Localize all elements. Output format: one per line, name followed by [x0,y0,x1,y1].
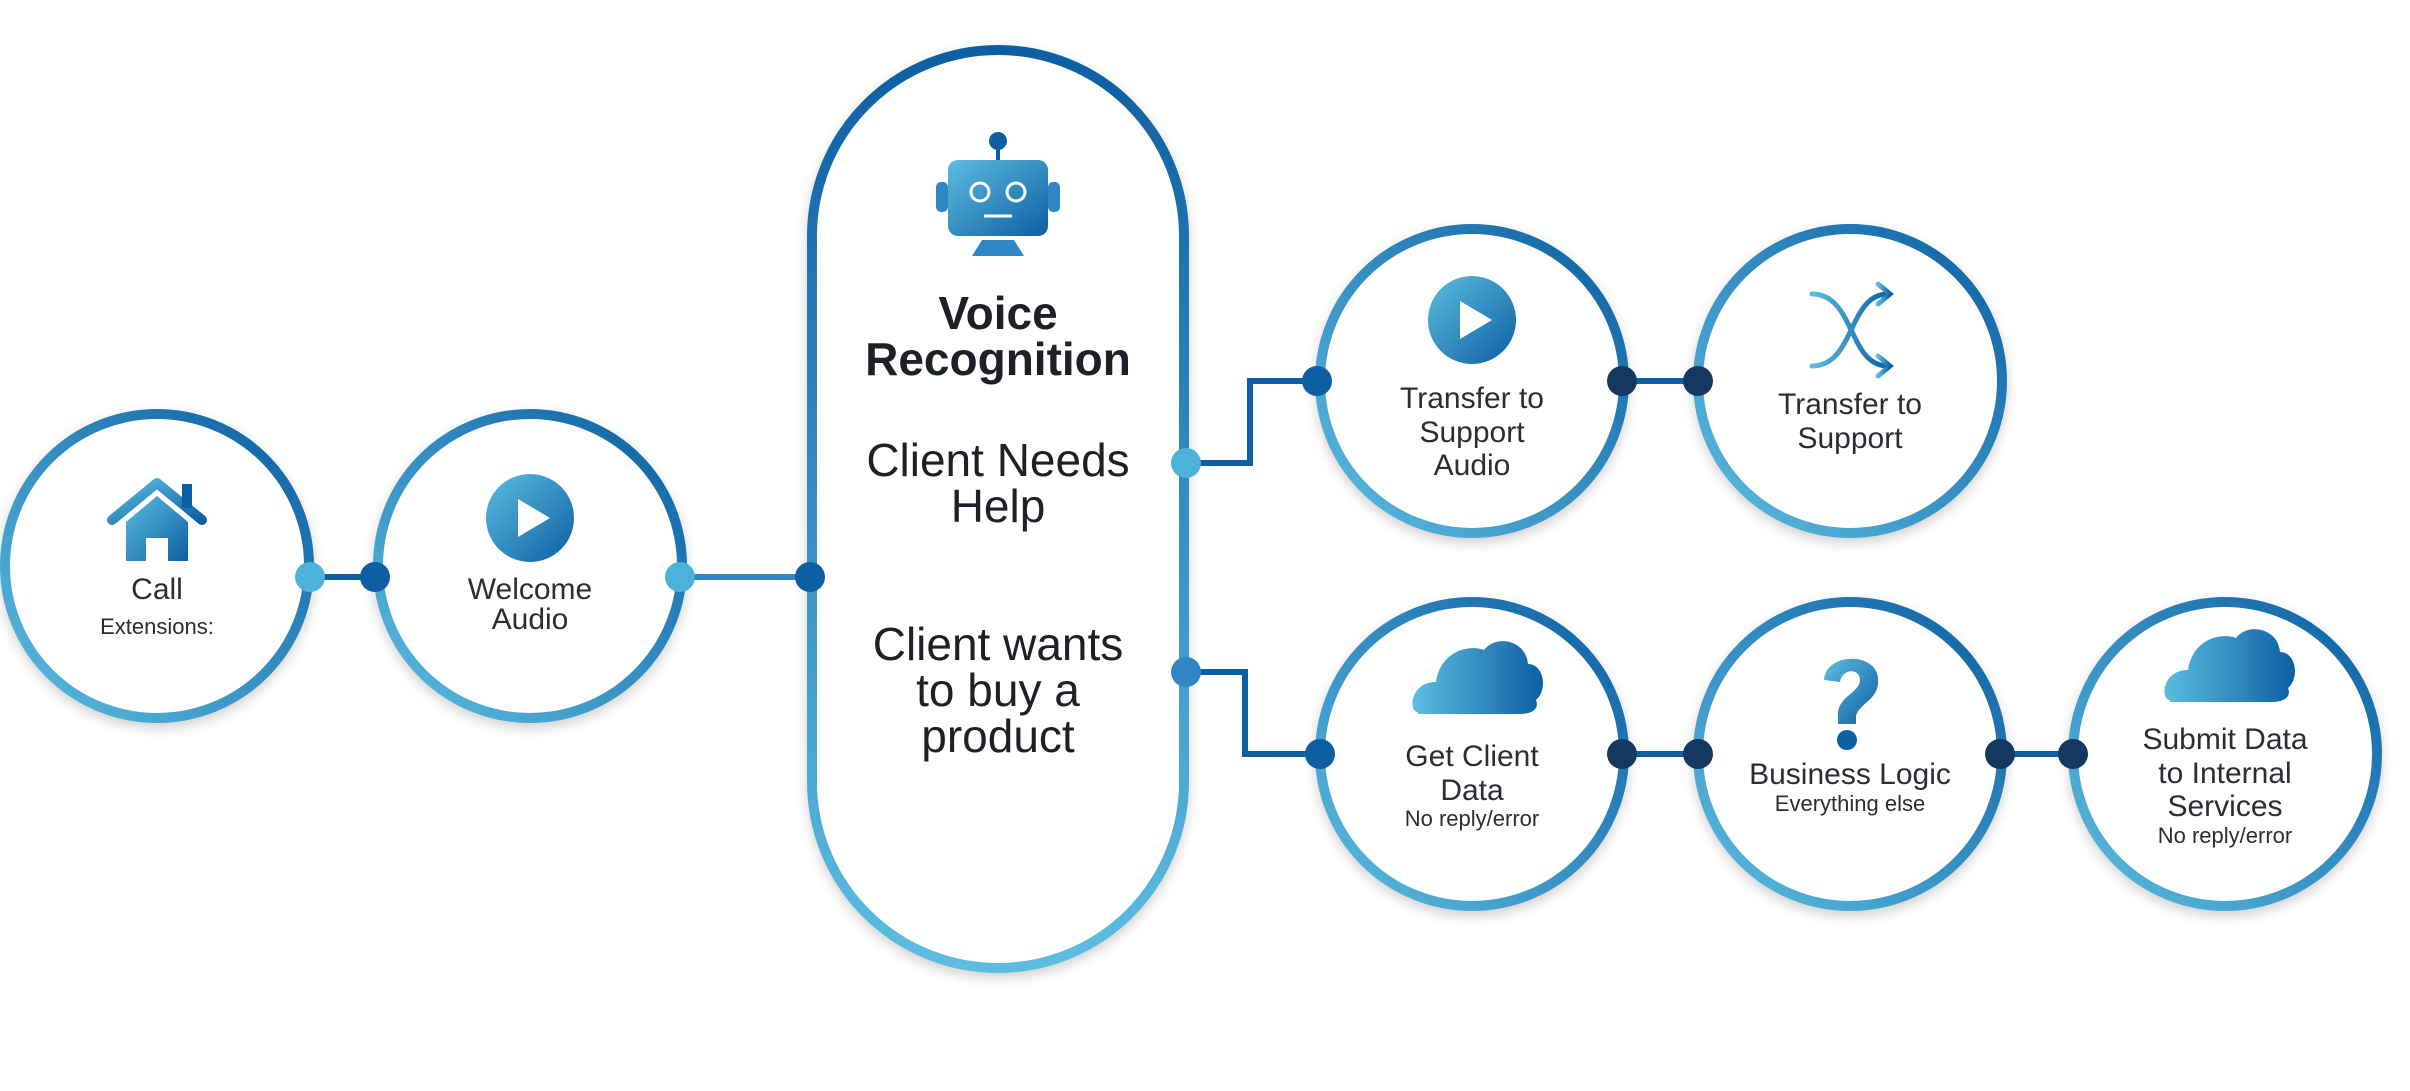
label-line: Transfer to [1778,388,1922,421]
connector-buy-getclient [1186,669,1320,757]
play-icon [1428,276,1516,364]
connector-help-transfer [1186,378,1317,466]
node-call-ring [0,409,314,723]
cloud-icon [2164,629,2295,702]
branch-line: product [921,710,1075,762]
dot [1305,739,1335,769]
node-transfer-support-ring [1693,224,2007,538]
dot [1171,448,1201,478]
node-call-sub: Extensions: [100,614,214,639]
question-icon [1824,658,1879,750]
robot-icon [936,132,1060,256]
dot [2058,739,2088,769]
label-sub: No reply/error [2157,822,2293,848]
dot [1607,739,1637,769]
label-line: Transfer to [1400,382,1544,415]
voice-branch-buy: Client wants to buy a product [812,621,1184,759]
node-welcome-ring [373,409,687,723]
node-welcome-label: Welcome Audio [420,575,640,635]
title-line: Recognition [865,333,1131,385]
label-line: Audio [491,603,569,636]
dot [1985,739,2015,769]
node-voice-pill [807,45,1189,973]
dot [1683,739,1713,769]
node-submit-label: Submit Data to Internal Services No repl… [2100,723,2350,848]
branch-line: Client wants [872,618,1124,670]
node-transfer-audio-label: Transfer to Support Audio [1352,382,1592,483]
label-line: to Internal [2158,756,2292,790]
dot [295,562,325,592]
node-transfer-audio-ring [1315,224,1629,538]
dot [360,562,390,592]
home-icon [107,478,207,561]
node-call-label: Call [131,573,183,606]
node-transfer-support-label: Transfer to Support [1730,388,1970,455]
node-business-label: Business Logic Everything else [1715,758,1985,816]
voice-title: Voice Recognition [812,290,1184,382]
branch-line: Client Needs [866,434,1130,486]
voice-branch-help: Client Needs Help [812,437,1184,529]
play-icon [486,474,574,562]
dot [1171,657,1201,687]
dot [1683,366,1713,396]
label-line: Data [1440,773,1504,807]
label-sub: Everything else [1774,790,1926,816]
cloud-icon [1412,641,1543,714]
node-getclient-label: Get Client Data No reply/error [1352,740,1592,832]
label-line: Get Client [1405,740,1539,773]
branch-line: Help [950,480,1046,532]
shuffle-icon [1809,281,1894,379]
dot [1607,366,1637,396]
label-line: Welcome [467,573,593,606]
label-line: Business Logic [1749,758,1951,791]
branch-line: to buy a [916,664,1080,716]
label-line: Support [1797,421,1903,455]
dot [1302,366,1332,396]
label-line: Submit Data [2142,723,2308,756]
title-line: Voice [938,287,1058,339]
connector-dots [295,366,2088,769]
label-sub: No reply/error [1404,806,1540,832]
dot [795,562,825,592]
label-line: Audio [1433,449,1511,483]
label-line: Support [1419,415,1525,449]
node-business-ring [1693,597,2007,911]
dot [665,562,695,592]
node-circles [0,224,2382,911]
label-line: Services [2167,790,2283,824]
